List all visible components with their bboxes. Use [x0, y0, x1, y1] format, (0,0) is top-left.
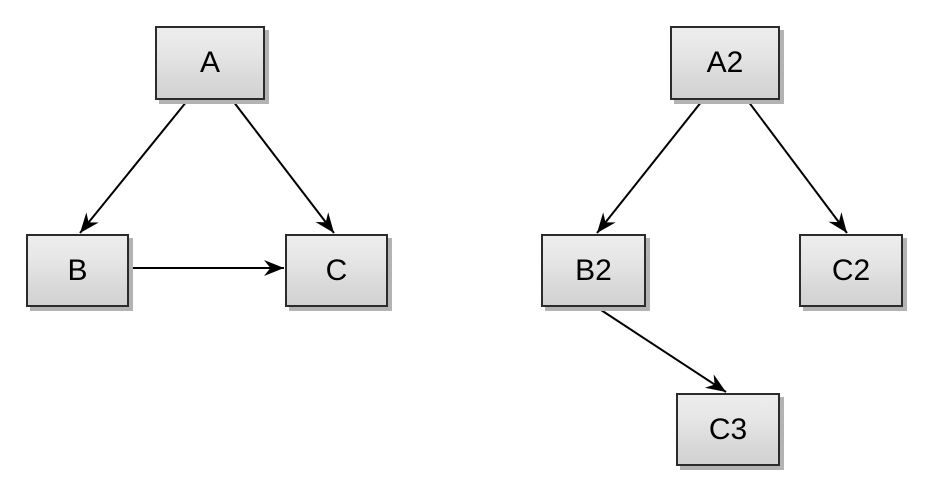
node-label-a2: A2 — [706, 46, 744, 79]
node-label-b: B — [67, 253, 88, 287]
node-b[interactable]: B — [26, 234, 129, 307]
node-c[interactable]: C — [285, 234, 388, 307]
node-c3[interactable]: C3 — [676, 393, 780, 466]
edges-group — [79, 100, 848, 393]
node-label-b2: B2 — [575, 253, 612, 287]
edge-a2-to-c2 — [747, 100, 848, 234]
node-a2[interactable]: A2 — [670, 26, 780, 100]
edge-a-to-b — [79, 100, 188, 234]
edge-a-to-c — [232, 100, 335, 234]
node-label-c2: C2 — [831, 253, 871, 287]
node-a[interactable]: A — [155, 26, 265, 100]
node-label-c3: C3 — [708, 412, 748, 446]
node-b2[interactable]: B2 — [541, 234, 646, 307]
edge-a2-to-b2 — [596, 100, 703, 234]
node-c2[interactable]: C2 — [799, 234, 903, 307]
node-label-c: C — [325, 253, 348, 287]
node-label-a: A — [199, 46, 220, 79]
edge-b2-to-c3 — [597, 307, 727, 393]
